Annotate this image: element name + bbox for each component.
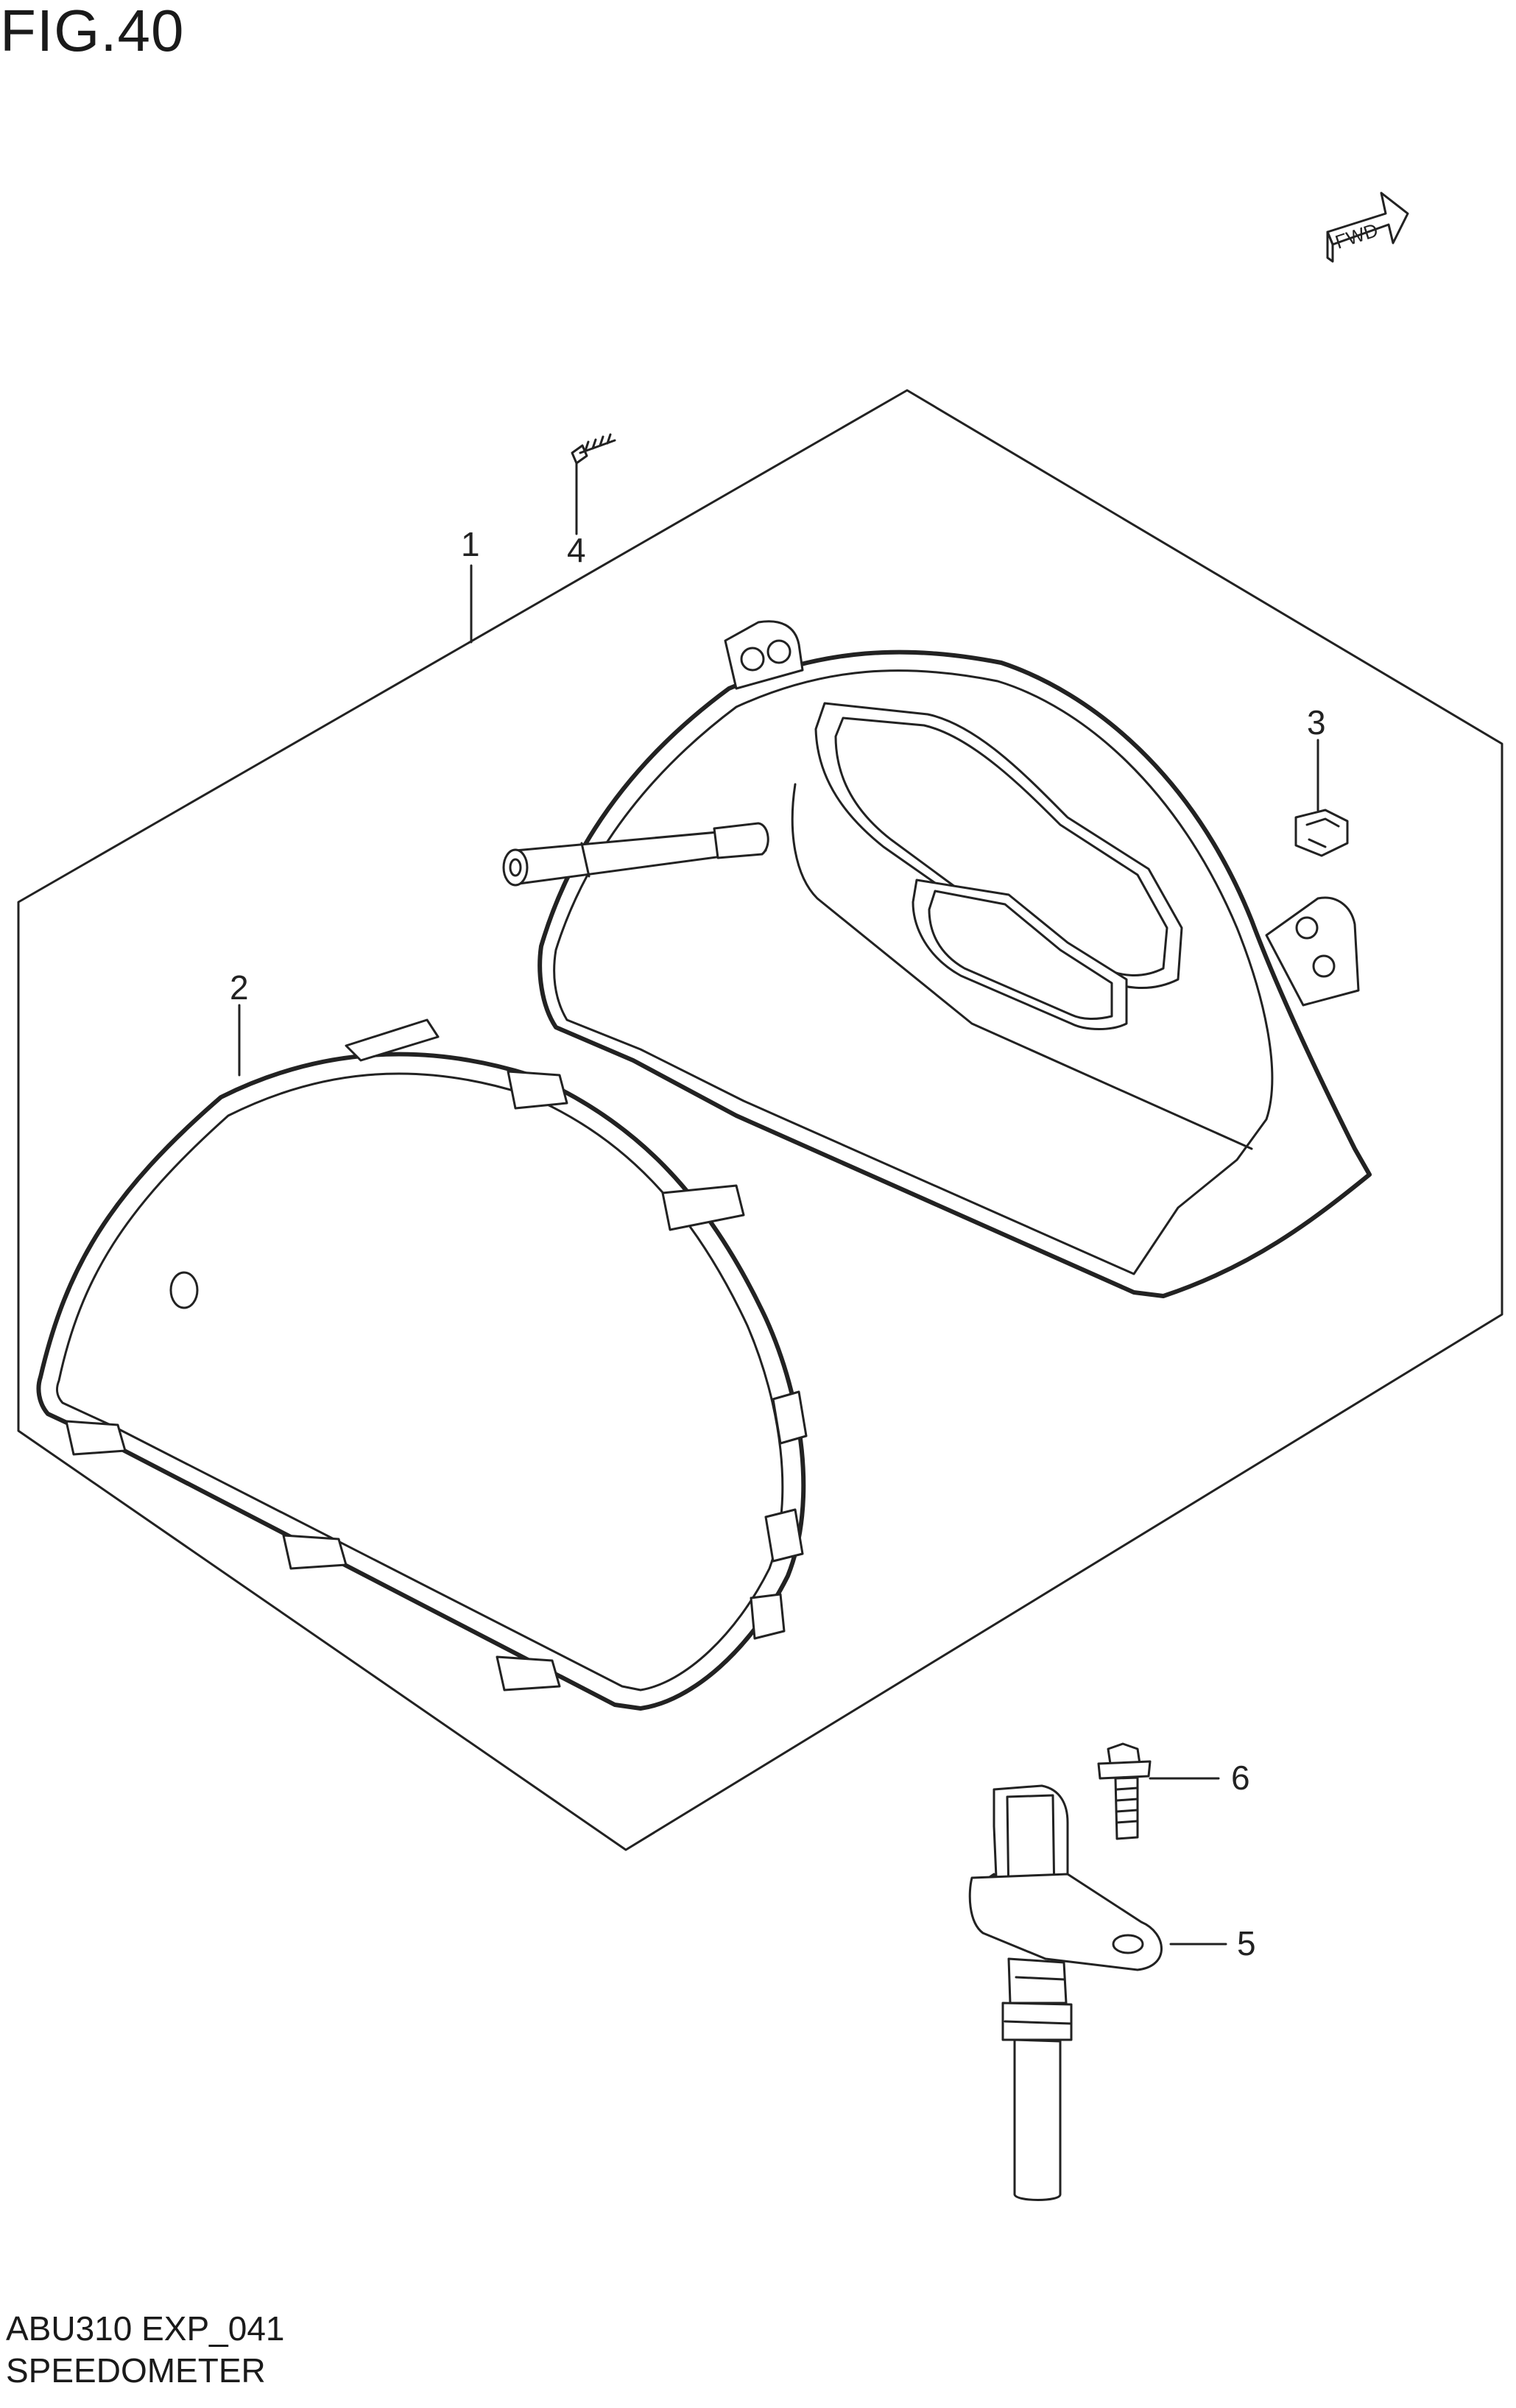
meter-cover: 2 (36, 968, 808, 1711)
section-name: SPEEDOMETER (6, 2351, 266, 2390)
sensor-icon: 5 (968, 1784, 1256, 2201)
callout-4-label: 4 (567, 531, 586, 569)
callout-2-label: 2 (230, 968, 249, 1007)
callout-1: 1 (461, 525, 480, 644)
callout-5-label: 5 (1237, 1924, 1256, 1962)
callout-1-label: 1 (461, 525, 480, 563)
callout-3-label: 3 (1307, 703, 1326, 742)
callout-6-label: 6 (1231, 1759, 1250, 1797)
assembly-outline (17, 389, 1503, 1851)
screw-icon: 4 (567, 433, 616, 569)
bolt-icon: 6 (1097, 1742, 1250, 1840)
model-code: ABU310 EXP_041 (6, 2309, 285, 2348)
clip-icon: 3 (1294, 703, 1349, 857)
fwd-arrow-icon: FWD (1326, 191, 1409, 263)
speedometer-assembly (502, 620, 1372, 1298)
fwd-label: FWD (1333, 219, 1381, 253)
figure-title: FIG.40 (0, 0, 185, 63)
